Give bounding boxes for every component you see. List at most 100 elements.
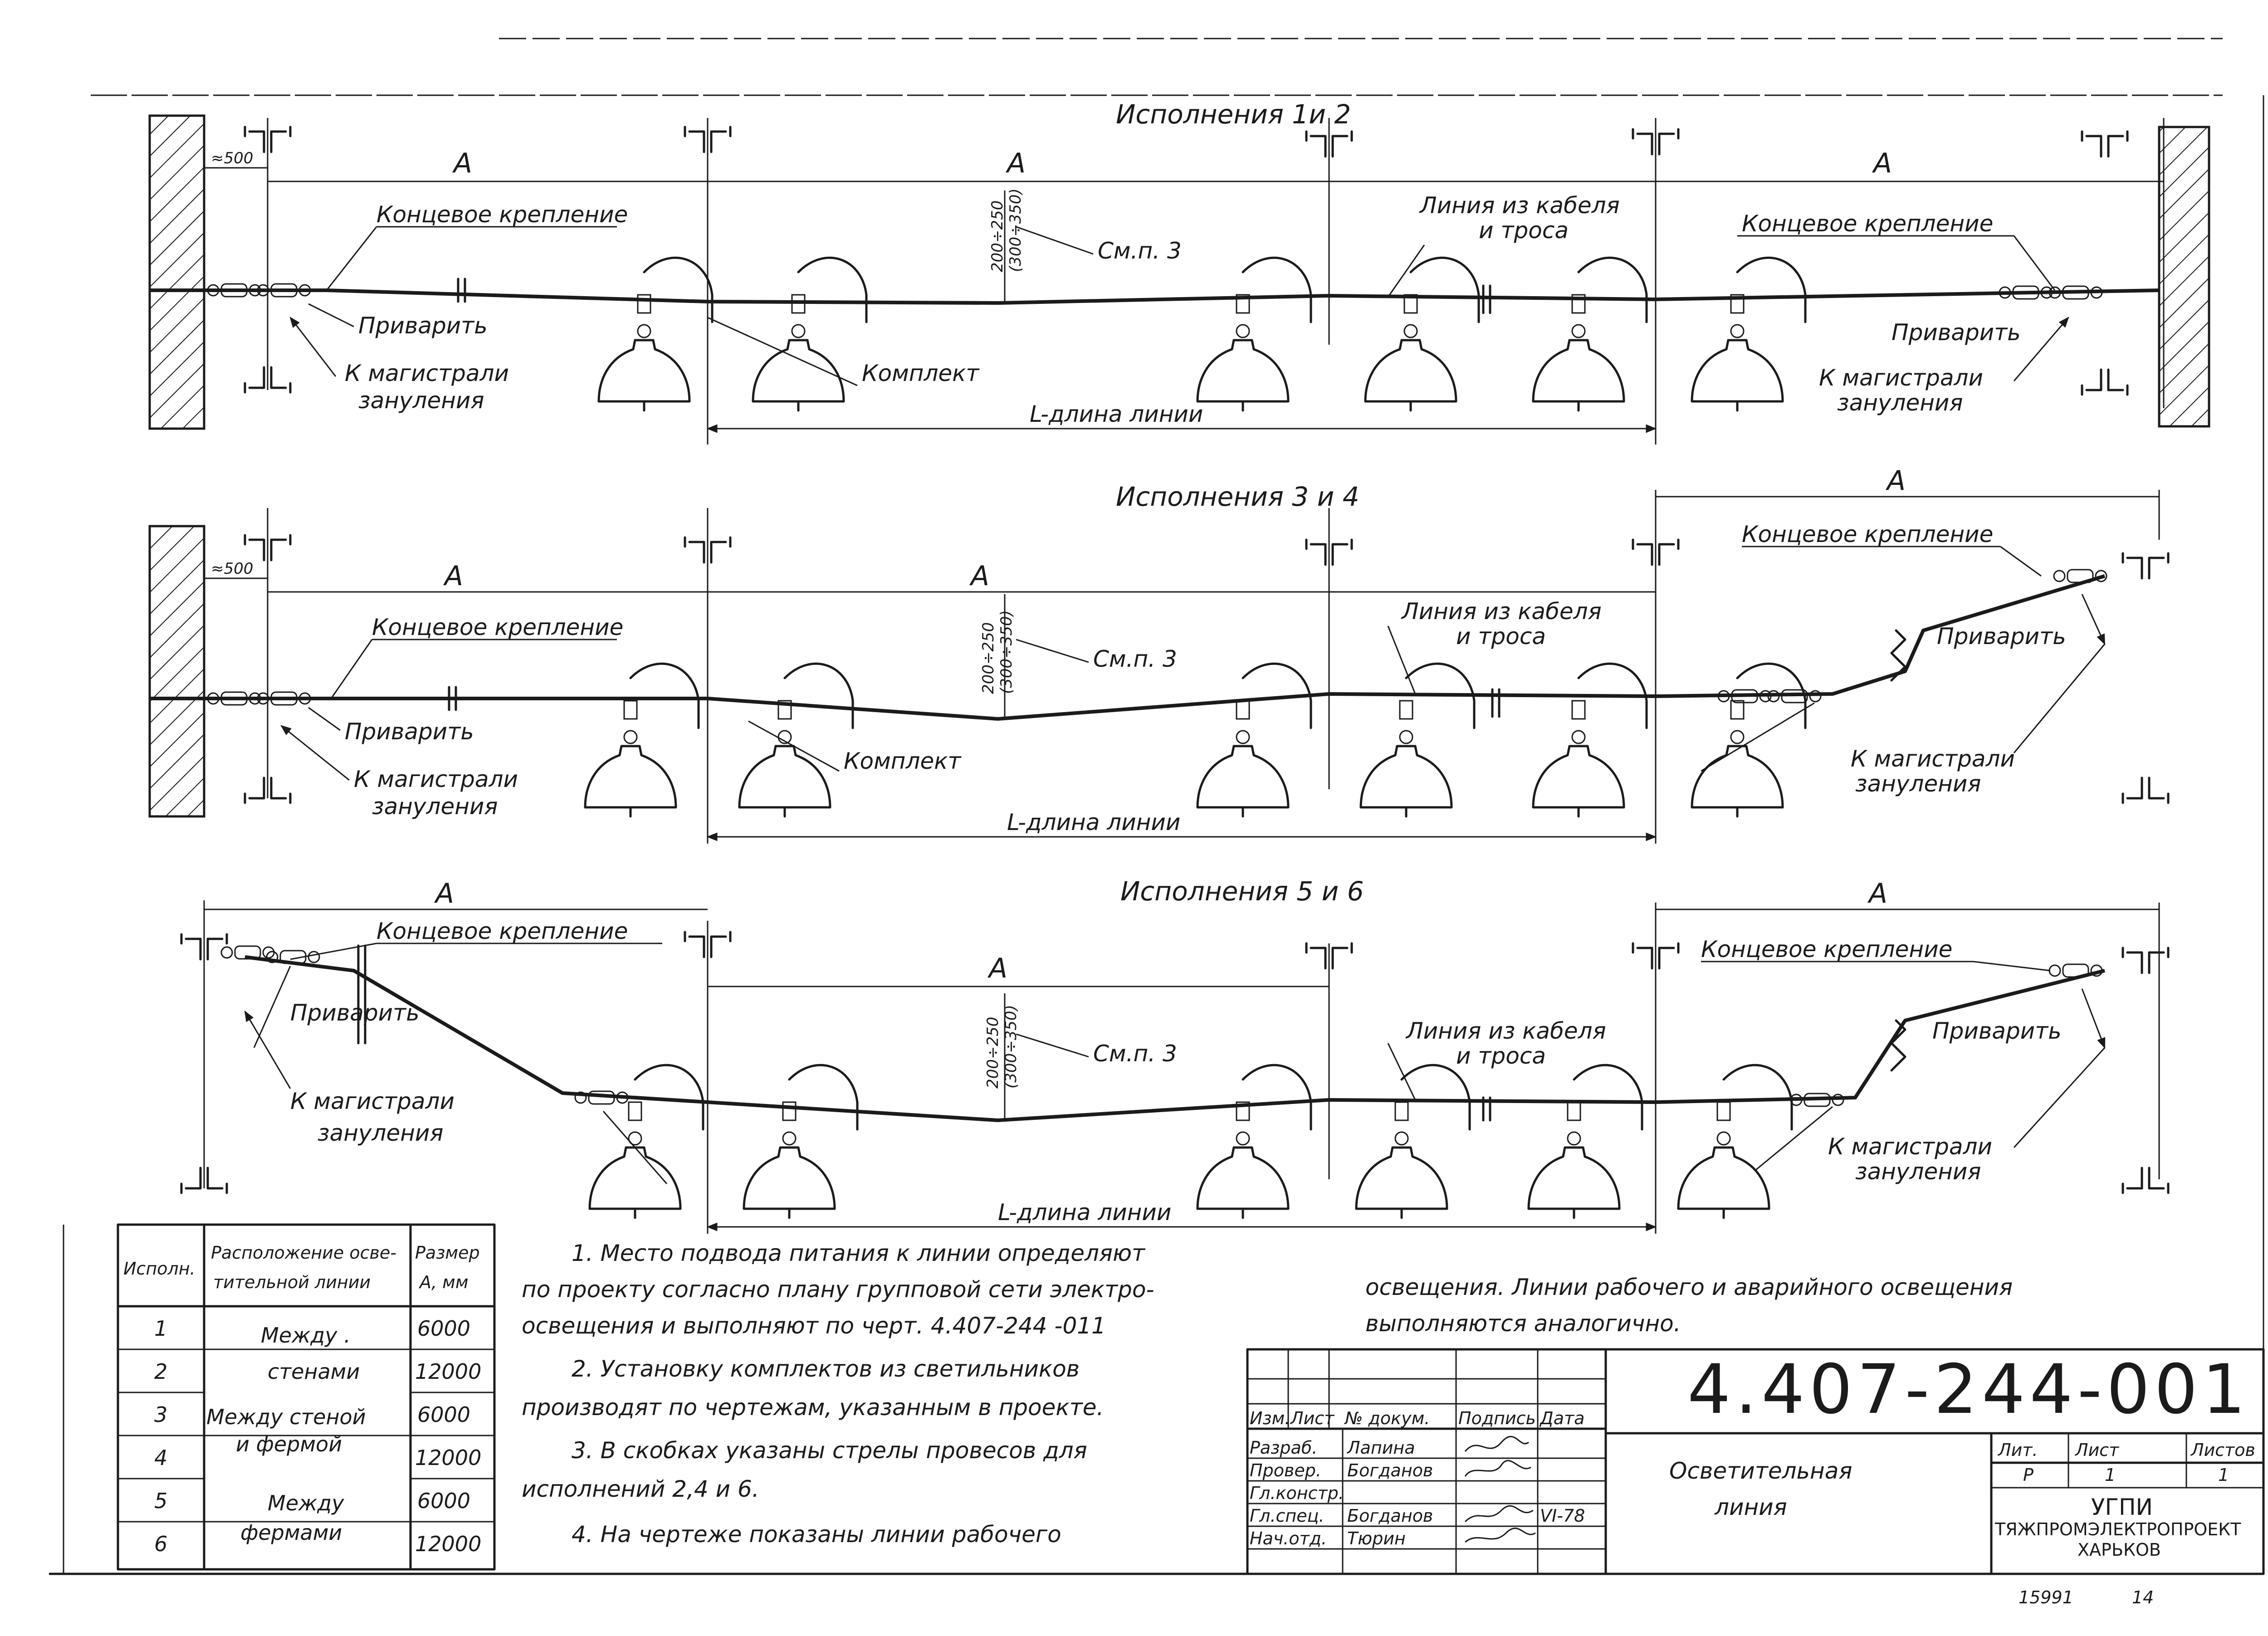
note-line: освещения. Линии рабочего и аварийного о…	[1365, 1274, 2013, 1300]
table-cell-loc: Между стеной	[206, 1405, 366, 1429]
person-name: Тюрин	[1347, 1529, 1406, 1548]
document-name: Осветительная	[1669, 1458, 1852, 1484]
earth-label-right-2: зануления	[1837, 390, 1963, 416]
table-header-loc-2: тительной линии	[213, 1272, 371, 1292]
dim-a-left: A	[443, 560, 463, 592]
weld-label-right: Приварить	[1937, 623, 2066, 650]
dim-a-mid: A	[987, 952, 1007, 984]
col-header: Дата	[1539, 1408, 1584, 1428]
line-length: L-длина линии	[1007, 809, 1180, 835]
section-1: Исполнения 1и 2 A A A ≈500 200÷250 (300÷…	[148, 99, 2210, 444]
role: Разраб.	[1250, 1438, 1317, 1458]
archive-page: 14	[2132, 1587, 2154, 1607]
sheet-label: Лист	[2074, 1440, 2120, 1460]
weld-label-right: Приварить	[1932, 1018, 2062, 1044]
org-name-2: ТЯЖПРОМЭЛЕКТРОПРОЕКТ	[1994, 1519, 2241, 1539]
earth-label-right: К магистрали	[1819, 365, 1983, 391]
table-cell-num: 3	[154, 1402, 167, 1427]
table-cell-loc: Между .	[261, 1323, 351, 1348]
dim-a-left: A	[452, 147, 472, 179]
sag-value-alt: (300÷350)	[997, 610, 1016, 694]
dim-a-left: A	[434, 878, 454, 909]
line-length: L-длина линии	[998, 1199, 1171, 1226]
earth-label-left: К магистрали	[290, 1088, 455, 1114]
dim-a-right: A	[1885, 465, 1906, 497]
table-cell-num: 4	[154, 1446, 167, 1470]
table-cell-num: 1	[154, 1316, 167, 1341]
document-name-2: линия	[1714, 1494, 1787, 1520]
table-cell-num: 2	[154, 1359, 167, 1384]
org-name: УГПИ	[2091, 1494, 2153, 1520]
table-cell-loc: стенами	[268, 1359, 360, 1384]
table-cell-size: 12000	[415, 1446, 481, 1470]
weld-label-right: Приварить	[1892, 319, 2021, 346]
table-header-size-1: Размер	[415, 1243, 480, 1263]
table-cell-size: 6000	[417, 1489, 470, 1513]
note-line: по проекту согласно плану групповой сети…	[522, 1276, 1154, 1303]
cable-label: Линия из кабеля	[1405, 1018, 1606, 1044]
table-cell-loc: фермами	[240, 1520, 342, 1545]
note-line: 3. В скобках указаны стрелы провесов для	[572, 1437, 1087, 1464]
role: Провер.	[1250, 1460, 1321, 1480]
col-header: Подпись	[1458, 1408, 1536, 1428]
role: Гл.спец.	[1250, 1506, 1325, 1526]
section-title: Исполнения 3 и 4	[1116, 481, 1359, 512]
note-line: 1. Место подвода питания к линии определ…	[572, 1240, 1146, 1266]
archive-code: 15991	[2019, 1587, 2073, 1607]
wall-left	[148, 525, 205, 818]
cable-label-2: и троса	[1456, 623, 1546, 650]
see-note-label: См.п. 3	[1093, 1040, 1177, 1067]
earth-label-left-2: зануления	[358, 387, 484, 414]
table-cell-size: 12000	[415, 1359, 481, 1384]
cable-label-2: и троса	[1456, 1043, 1546, 1069]
earth-label-left-2: зануления	[372, 793, 498, 820]
col-header: Лист	[1290, 1408, 1335, 1428]
sag-value-alt: (300÷350)	[1002, 1005, 1020, 1089]
table-cell-size: 6000	[417, 1316, 470, 1341]
kit-label: Комплект	[862, 360, 980, 386]
signature	[1464, 1436, 1536, 1543]
sag-value: 200÷250	[984, 1017, 1002, 1089]
dim-clearance: ≈500	[211, 149, 253, 167]
org-city: ХАРЬКОВ	[2077, 1540, 2161, 1560]
sag-value-alt: (300÷350)	[1007, 188, 1025, 272]
note-line: освещения и выполняют по черт. 4.407-244…	[522, 1313, 1106, 1339]
table-cell-loc: и фермой	[236, 1432, 342, 1456]
table-header-num: Исполн.	[123, 1259, 196, 1279]
sag-value: 200÷250	[988, 200, 1007, 272]
cable-line	[244, 955, 2105, 1122]
role: Нач.отд.	[1250, 1529, 1327, 1548]
person-name: Богданов	[1347, 1506, 1433, 1526]
cable-label-2: и троса	[1479, 217, 1569, 244]
earth-label-right-2: зануления	[1855, 1158, 1981, 1185]
earth-label-left-2: зануления	[318, 1120, 444, 1146]
notes-block: 1. Место подвода питания к линии определ…	[522, 1240, 2013, 1548]
wall-left	[148, 114, 205, 430]
table-header-loc-1: Расположение осве-	[211, 1243, 396, 1263]
note-line: 4. На чертеже показаны линии рабочего	[572, 1521, 1061, 1548]
lit-value: Р	[2023, 1465, 2033, 1485]
sheet-value: 1	[2105, 1465, 2116, 1485]
see-note-label: См.п. 3	[1093, 646, 1177, 672]
section-3: Исполнения 5 и 6 A A A 200÷250 (300÷350)…	[181, 876, 2168, 1234]
section-title: Исполнения 5 и 6	[1120, 876, 1364, 907]
earth-label-left: К магистрали	[354, 766, 518, 792]
weld-label-left: Приварить	[290, 1000, 420, 1026]
line-length: L-длина линии	[1030, 401, 1203, 427]
person-name: Лапина	[1346, 1438, 1415, 1458]
lit-label: Лит.	[1997, 1440, 2038, 1460]
role: Гл.констр.	[1250, 1483, 1344, 1503]
note-line: 2. Установку комплектов из светильников	[572, 1356, 1080, 1382]
table-cell-loc: Между	[268, 1491, 344, 1515]
col-header: № докум.	[1344, 1408, 1430, 1428]
table-header-size-2: А, мм	[418, 1272, 469, 1292]
end-fixing-right: Концевое крепление	[1742, 521, 1993, 547]
title-block: Изм. Лист № докум. Подпись Дата Разраб. …	[1246, 1348, 2265, 1575]
sheets-value: 1	[2218, 1465, 2229, 1485]
earth-label-left: К магистрали	[345, 360, 509, 386]
end-fixing-right: Концевое крепление	[1701, 936, 1952, 962]
end-fixing-right: Концевое крепление	[1742, 210, 1993, 237]
approval-date: VI-78	[1540, 1506, 1585, 1526]
dim-a-mid: A	[1005, 147, 1026, 179]
dim-a-mid: A	[969, 560, 989, 592]
